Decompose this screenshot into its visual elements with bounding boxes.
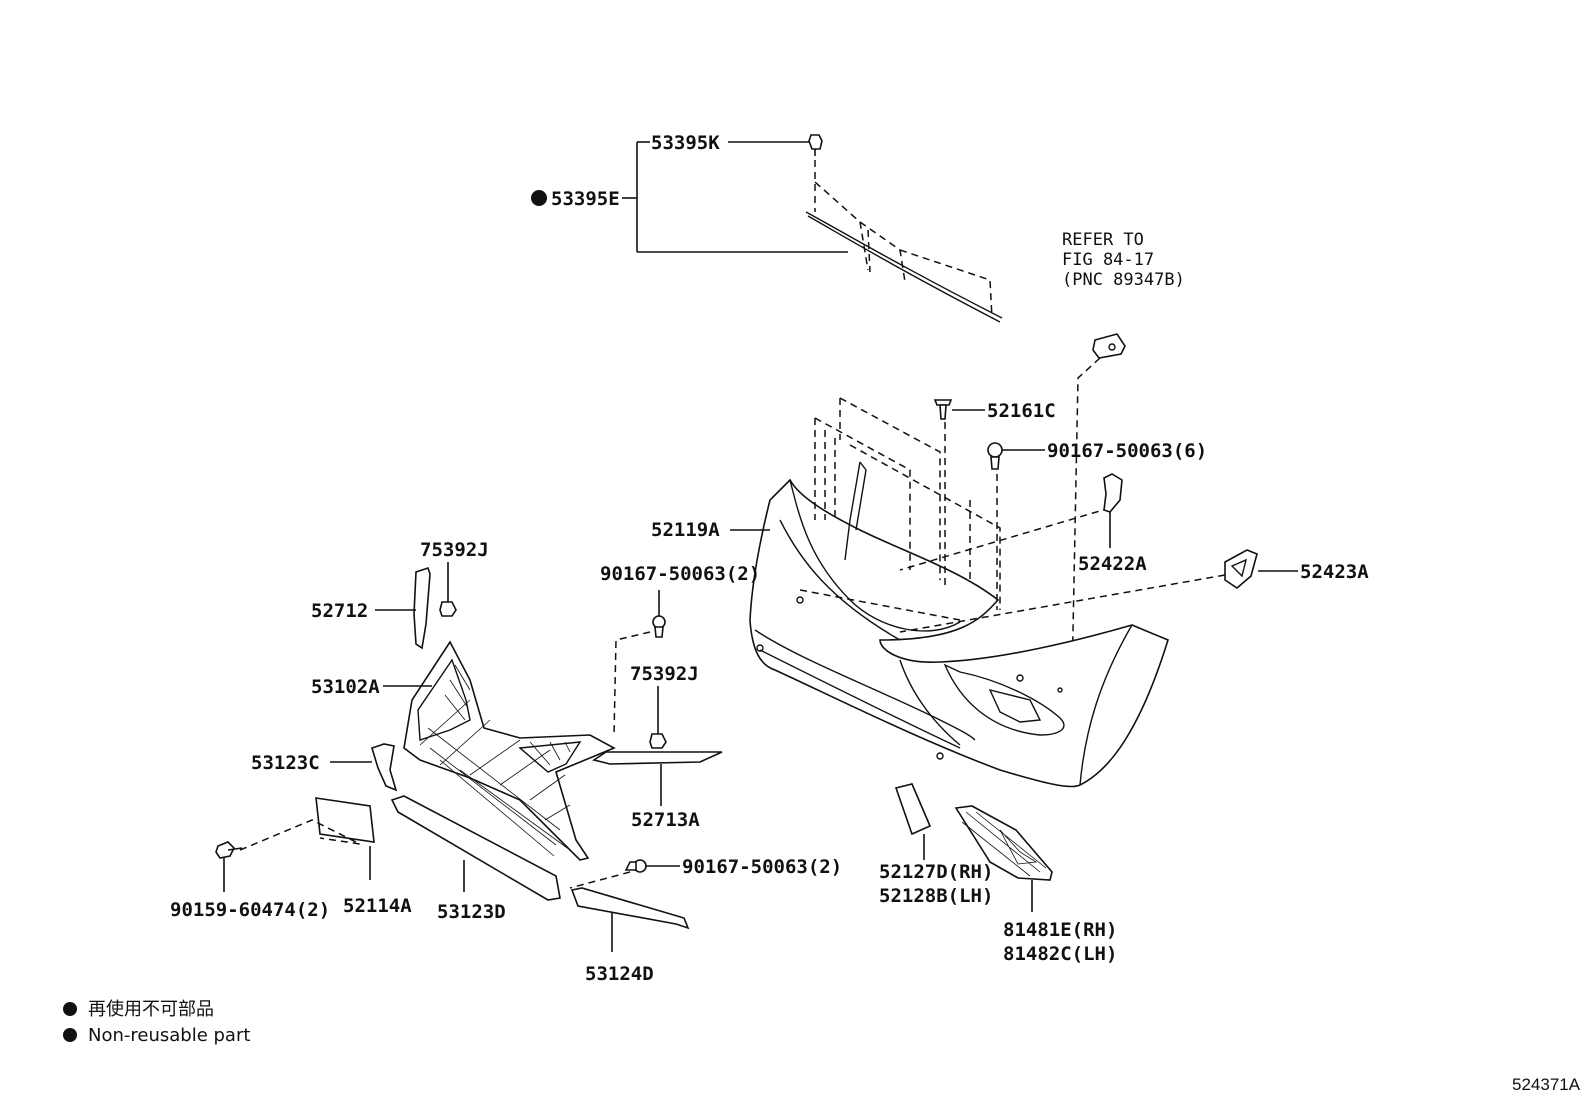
clip-53395k	[808, 134, 823, 156]
label-81482c: 81482C(LH)	[1003, 943, 1117, 965]
refer-note-line3: (PNC 89347B)	[1062, 270, 1185, 290]
label-90167-2a: 90167-50063(2)	[600, 563, 760, 585]
clip-75392j-a	[439, 601, 457, 617]
screw-90167-6	[987, 442, 1003, 470]
screw-90167-2a	[652, 615, 666, 638]
label-53102a: 53102A	[311, 676, 380, 698]
screw-90167-2b	[624, 859, 647, 873]
dash-90159	[239, 819, 361, 851]
bolt-90159	[215, 841, 243, 859]
moulding-52713a	[592, 751, 723, 765]
weatherstrip-dashes	[814, 160, 993, 319]
leader-53395k	[622, 141, 848, 253]
grille-53102a	[403, 640, 616, 861]
label-52127d: 52127D(RH)	[879, 861, 993, 883]
clip-75392j-b	[649, 733, 667, 749]
label-52161c: 52161C	[987, 400, 1056, 422]
bumper-dashes	[799, 397, 1226, 633]
label-90159: 90159-60474(2)	[170, 899, 330, 921]
legend-jp: 再使用不可部品	[88, 999, 214, 1020]
dash-90167-2b	[569, 871, 631, 889]
moulding-53124d	[570, 887, 690, 930]
label-52119a: 52119A	[651, 519, 720, 541]
refer-note-line1: REFER TO	[1062, 230, 1144, 250]
clip-52161c	[933, 399, 953, 420]
refer-note-line2: FIG 84-17	[1062, 250, 1154, 270]
dash-90167-2a	[613, 631, 651, 736]
label-90167-6: 90167-50063(6)	[1047, 440, 1207, 462]
label-52114a: 52114A	[343, 895, 412, 917]
bracket-52422a	[1103, 473, 1123, 513]
label-53395k: 53395K	[651, 132, 720, 154]
bumper-cover-52119a	[749, 461, 1169, 788]
label-90167-2b: 90167-50063(2)	[682, 856, 842, 878]
legend-en: Non-reusable part	[88, 1025, 250, 1046]
moulding-52712	[413, 566, 431, 650]
weatherstrip-53395e	[805, 211, 1003, 323]
legend-dot-jp	[63, 1002, 77, 1016]
label-52422a: 52422A	[1078, 553, 1147, 575]
bracket-52114a	[315, 797, 375, 843]
label-53395e: 53395E	[551, 188, 620, 210]
figure-code: 524371A	[1512, 1075, 1581, 1094]
label-52423a: 52423A	[1300, 561, 1369, 583]
legend-dot-en	[63, 1028, 77, 1042]
label-75392j-b: 75392J	[630, 663, 699, 685]
sensor-bracket-89347b	[1092, 333, 1126, 359]
bracket-52423a	[1224, 549, 1258, 590]
fog-lamp-cover-81481e	[954, 805, 1053, 881]
bracket-53123c	[371, 743, 398, 792]
label-81481e: 81481E(RH)	[1003, 919, 1117, 941]
non-reusable-mark	[531, 190, 547, 206]
label-53124d: 53124D	[585, 963, 654, 985]
label-52128b: 52128B(LH)	[879, 885, 993, 907]
towing-hook-cover-52127d	[894, 783, 932, 836]
moulding-53123d	[390, 795, 561, 901]
label-53123c: 53123C	[251, 752, 320, 774]
label-53123d: 53123D	[437, 901, 506, 923]
label-52713a: 52713A	[631, 809, 700, 831]
label-75392j-a: 75392J	[420, 539, 489, 561]
label-52712: 52712	[311, 600, 368, 622]
